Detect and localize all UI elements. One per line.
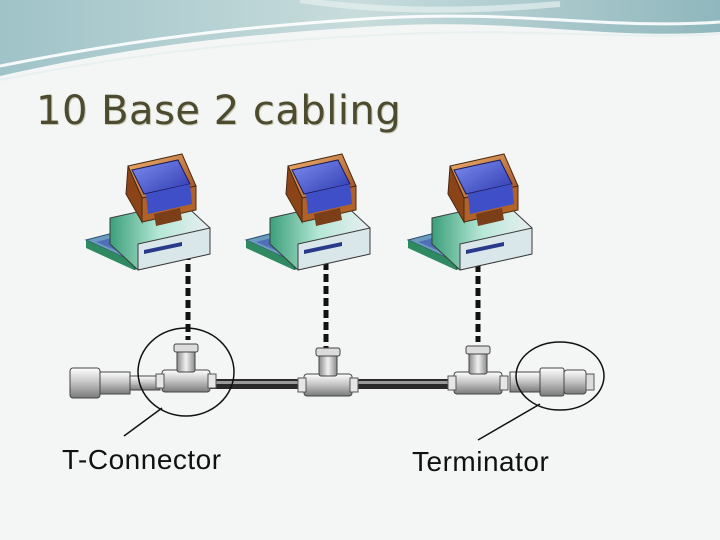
computer-icon bbox=[245, 153, 371, 271]
t-connector-icon bbox=[155, 343, 217, 393]
computer-icon bbox=[407, 153, 533, 271]
page-title: 10 Base 2 cabling bbox=[36, 88, 402, 134]
t-connector-pointer bbox=[123, 407, 163, 437]
t-connector-label: T-Connector bbox=[62, 444, 222, 475]
header-wave bbox=[0, 0, 720, 76]
terminator-highlight bbox=[515, 341, 605, 411]
t-connector-highlight bbox=[137, 327, 235, 417]
terminator-icon bbox=[509, 367, 595, 397]
t-connector-icon bbox=[447, 345, 509, 395]
terminator-pointer bbox=[477, 403, 541, 441]
t-connector-icon bbox=[297, 347, 359, 397]
computer-icon bbox=[85, 153, 211, 271]
bnc-connector-left bbox=[69, 367, 161, 399]
terminator-label: Terminator bbox=[412, 446, 550, 477]
